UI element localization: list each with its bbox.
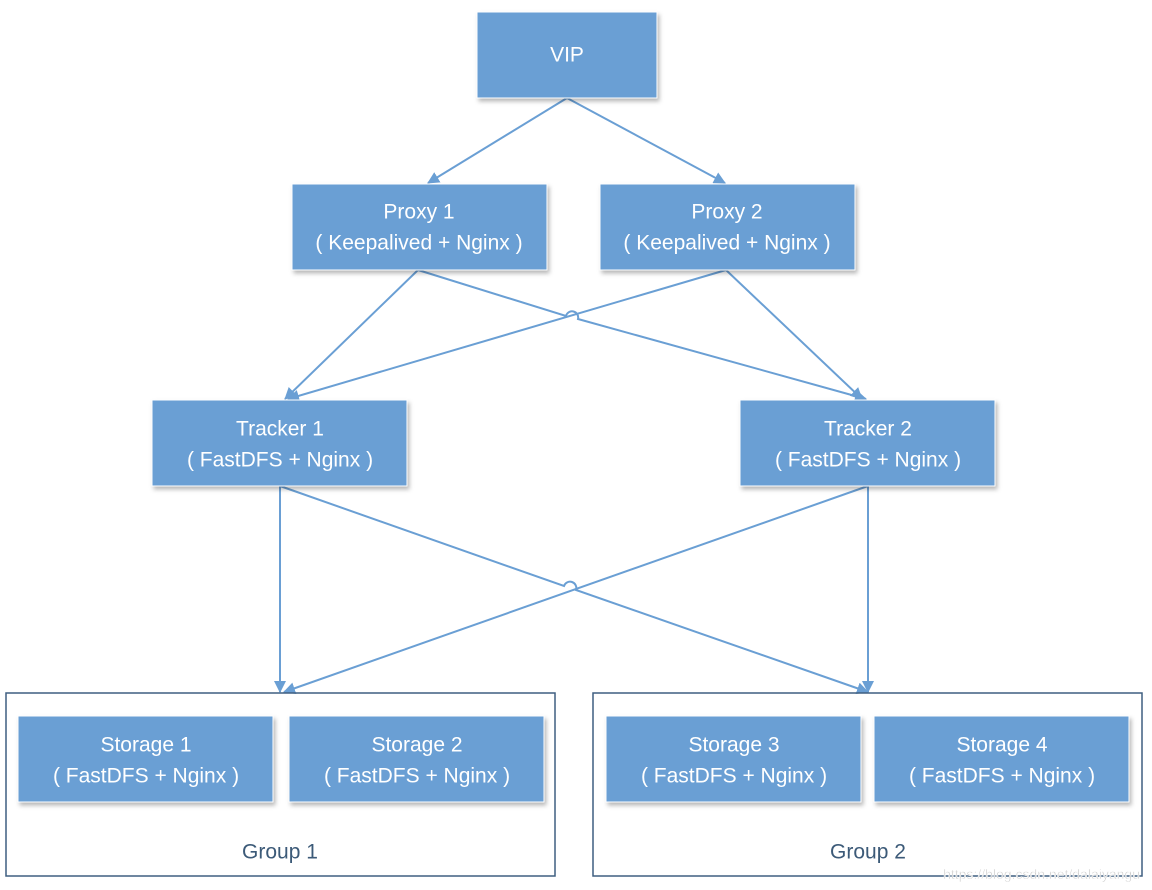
edge-vip-proxy2 [566, 97, 726, 184]
node-vip: VIP [476, 11, 658, 99]
node-storage1-title: Storage 1 [100, 734, 191, 757]
node-vip-label: VIP [550, 44, 584, 67]
node-storage3-title: Storage 3 [688, 734, 779, 757]
group1-label: Group 1 [242, 841, 318, 864]
group2: Storage 3 ( FastDFS + Nginx ) Storage 4 … [592, 692, 1143, 877]
node-proxy1-subtitle: ( Keepalived + Nginx ) [315, 232, 522, 255]
node-proxy2: Proxy 2 ( Keepalived + Nginx ) [599, 183, 856, 271]
edge-proxy1-tracker1 [284, 269, 419, 400]
node-storage2: Storage 2 ( FastDFS + Nginx ) [288, 715, 545, 803]
node-storage4: Storage 4 ( FastDFS + Nginx ) [873, 715, 1130, 803]
node-tracker1: Tracker 1 ( FastDFS + Nginx ) [151, 399, 408, 487]
node-tracker2: Tracker 2 ( FastDFS + Nginx ) [739, 399, 996, 487]
node-storage2-title: Storage 2 [371, 734, 462, 757]
node-storage3: Storage 3 ( FastDFS + Nginx ) [605, 715, 862, 803]
edge-vip-proxy1 [427, 97, 568, 184]
group1: Storage 1 ( FastDFS + Nginx ) Storage 2 … [5, 692, 556, 877]
node-tracker1-subtitle: ( FastDFS + Nginx ) [187, 449, 373, 472]
node-tracker1-title: Tracker 1 [236, 418, 324, 441]
node-tracker2-subtitle: ( FastDFS + Nginx ) [775, 449, 961, 472]
group2-label: Group 2 [830, 841, 906, 864]
node-proxy2-title: Proxy 2 [691, 201, 762, 224]
node-storage4-title: Storage 4 [956, 734, 1047, 757]
node-storage3-subtitle: ( FastDFS + Nginx ) [641, 765, 827, 788]
edge-proxy2-tracker1 [287, 269, 727, 402]
edge-tracker2-group1 [283, 485, 869, 694]
node-proxy1-title: Proxy 1 [383, 201, 454, 224]
node-storage2-subtitle: ( FastDFS + Nginx ) [324, 765, 510, 788]
node-storage1-subtitle: ( FastDFS + Nginx ) [53, 765, 239, 788]
node-proxy2-subtitle: ( Keepalived + Nginx ) [623, 232, 830, 255]
edge-proxy2-tracker2 [725, 269, 863, 400]
node-storage1: Storage 1 ( FastDFS + Nginx ) [17, 715, 274, 803]
watermark-url: https://blog.csdn.net/dalaiyangu [943, 866, 1140, 883]
node-storage4-subtitle: ( FastDFS + Nginx ) [909, 765, 1095, 788]
edge-proxy1-tracker2 [417, 269, 867, 402]
node-tracker2-title: Tracker 2 [824, 418, 912, 441]
node-proxy1: Proxy 1 ( Keepalived + Nginx ) [291, 183, 548, 271]
